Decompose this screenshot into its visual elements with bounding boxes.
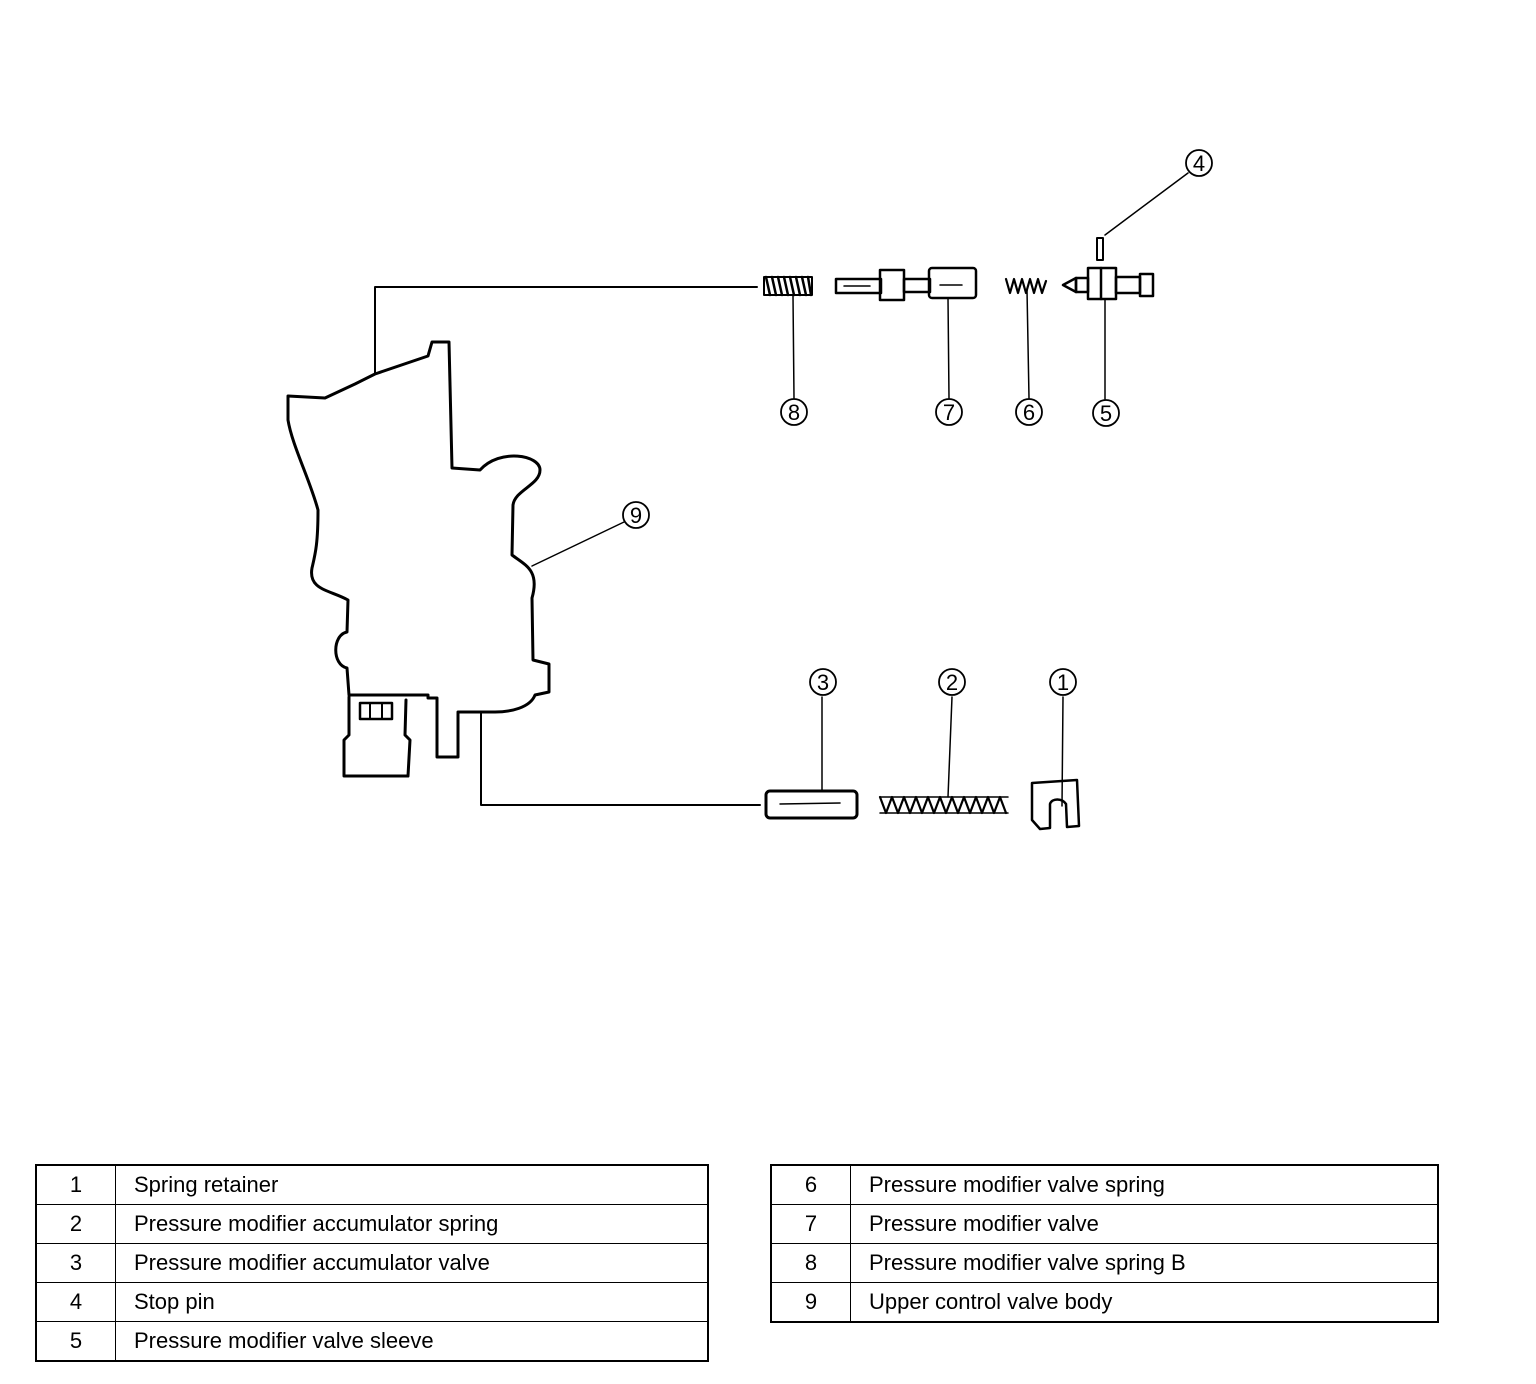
callout-label-7: 7	[943, 400, 955, 425]
legend-number: 7	[770, 1204, 851, 1244]
legend-number: 2	[35, 1204, 116, 1244]
legend-row: 6 Pressure modifier valve spring	[770, 1164, 1439, 1205]
legend-number: 3	[35, 1243, 116, 1283]
legend-row: 1 Spring retainer	[35, 1164, 709, 1205]
legend-number: 6	[770, 1164, 851, 1205]
callout-label-1: 1	[1057, 670, 1069, 695]
accumulator-valve-part	[764, 789, 859, 820]
legend-row: 9 Upper control valve body	[770, 1282, 1439, 1323]
leader-line-lower	[480, 711, 761, 806]
accumulator-spring-part	[878, 795, 1009, 815]
legend-row: 5 Pressure modifier valve sleeve	[35, 1321, 709, 1362]
spring-b-part	[763, 275, 813, 297]
legend-row: 2 Pressure modifier accumulator spring	[35, 1204, 709, 1244]
legend-row: 3 Pressure modifier accumulator valve	[35, 1243, 709, 1283]
callout-circle-8	[780, 398, 808, 426]
body-lower-block-detail	[358, 701, 394, 721]
legend-number: 9	[770, 1282, 851, 1323]
callout-label-8: 8	[788, 400, 800, 425]
stop-pin-part	[1096, 237, 1104, 261]
legend-table-left: 1 Spring retainer 2 Pressure modifier ac…	[35, 1164, 709, 1362]
pressure-modifier-valve-part	[834, 266, 978, 302]
upper-control-valve-body	[286, 340, 551, 759]
legend-description: Pressure modifier valve	[850, 1204, 1439, 1244]
callout-circle-5	[1092, 399, 1120, 427]
legend-description: Pressure modifier valve sleeve	[115, 1321, 709, 1362]
callout-circle-4	[1185, 149, 1213, 177]
callout-label-3: 3	[817, 670, 829, 695]
callout-circle-6	[1015, 398, 1043, 426]
legend-description: Upper control valve body	[850, 1282, 1439, 1323]
callout-leaders	[531, 172, 1189, 807]
legend-description: Pressure modifier accumulator valve	[115, 1243, 709, 1283]
callout-circle-3	[809, 668, 837, 696]
callout-label-5: 5	[1100, 401, 1112, 426]
legend-description: Spring retainer	[115, 1164, 709, 1205]
valve-sleeve-part	[1061, 266, 1155, 301]
legend-number: 4	[35, 1282, 116, 1322]
callout-circle-1	[1049, 668, 1077, 696]
spring-retainer-part	[1030, 778, 1081, 831]
legend-number: 8	[770, 1243, 851, 1283]
callout-circle-7	[935, 398, 963, 426]
body-lower-block	[342, 695, 412, 778]
leader-line-upper	[374, 286, 758, 375]
legend-row: 7 Pressure modifier valve	[770, 1204, 1439, 1244]
callout-label-9: 9	[630, 503, 642, 528]
legend-table-right: 6 Pressure modifier valve spring 7 Press…	[770, 1164, 1439, 1323]
callout-label-4: 4	[1193, 151, 1205, 176]
legend-row: 8 Pressure modifier valve spring B	[770, 1243, 1439, 1283]
legend-row: 4 Stop pin	[35, 1282, 709, 1322]
callout-circle-2	[938, 668, 966, 696]
legend-number: 5	[35, 1321, 116, 1362]
callout-label-6: 6	[1023, 400, 1035, 425]
legend-description: Pressure modifier valve spring B	[850, 1243, 1439, 1283]
callout-label-2: 2	[946, 670, 958, 695]
valve-spring-part	[1004, 277, 1048, 295]
legend-number: 1	[35, 1164, 116, 1205]
legend-description: Stop pin	[115, 1282, 709, 1322]
legend-description: Pressure modifier valve spring	[850, 1164, 1439, 1205]
legend-description: Pressure modifier accumulator spring	[115, 1204, 709, 1244]
callout-circle-9	[622, 501, 650, 529]
